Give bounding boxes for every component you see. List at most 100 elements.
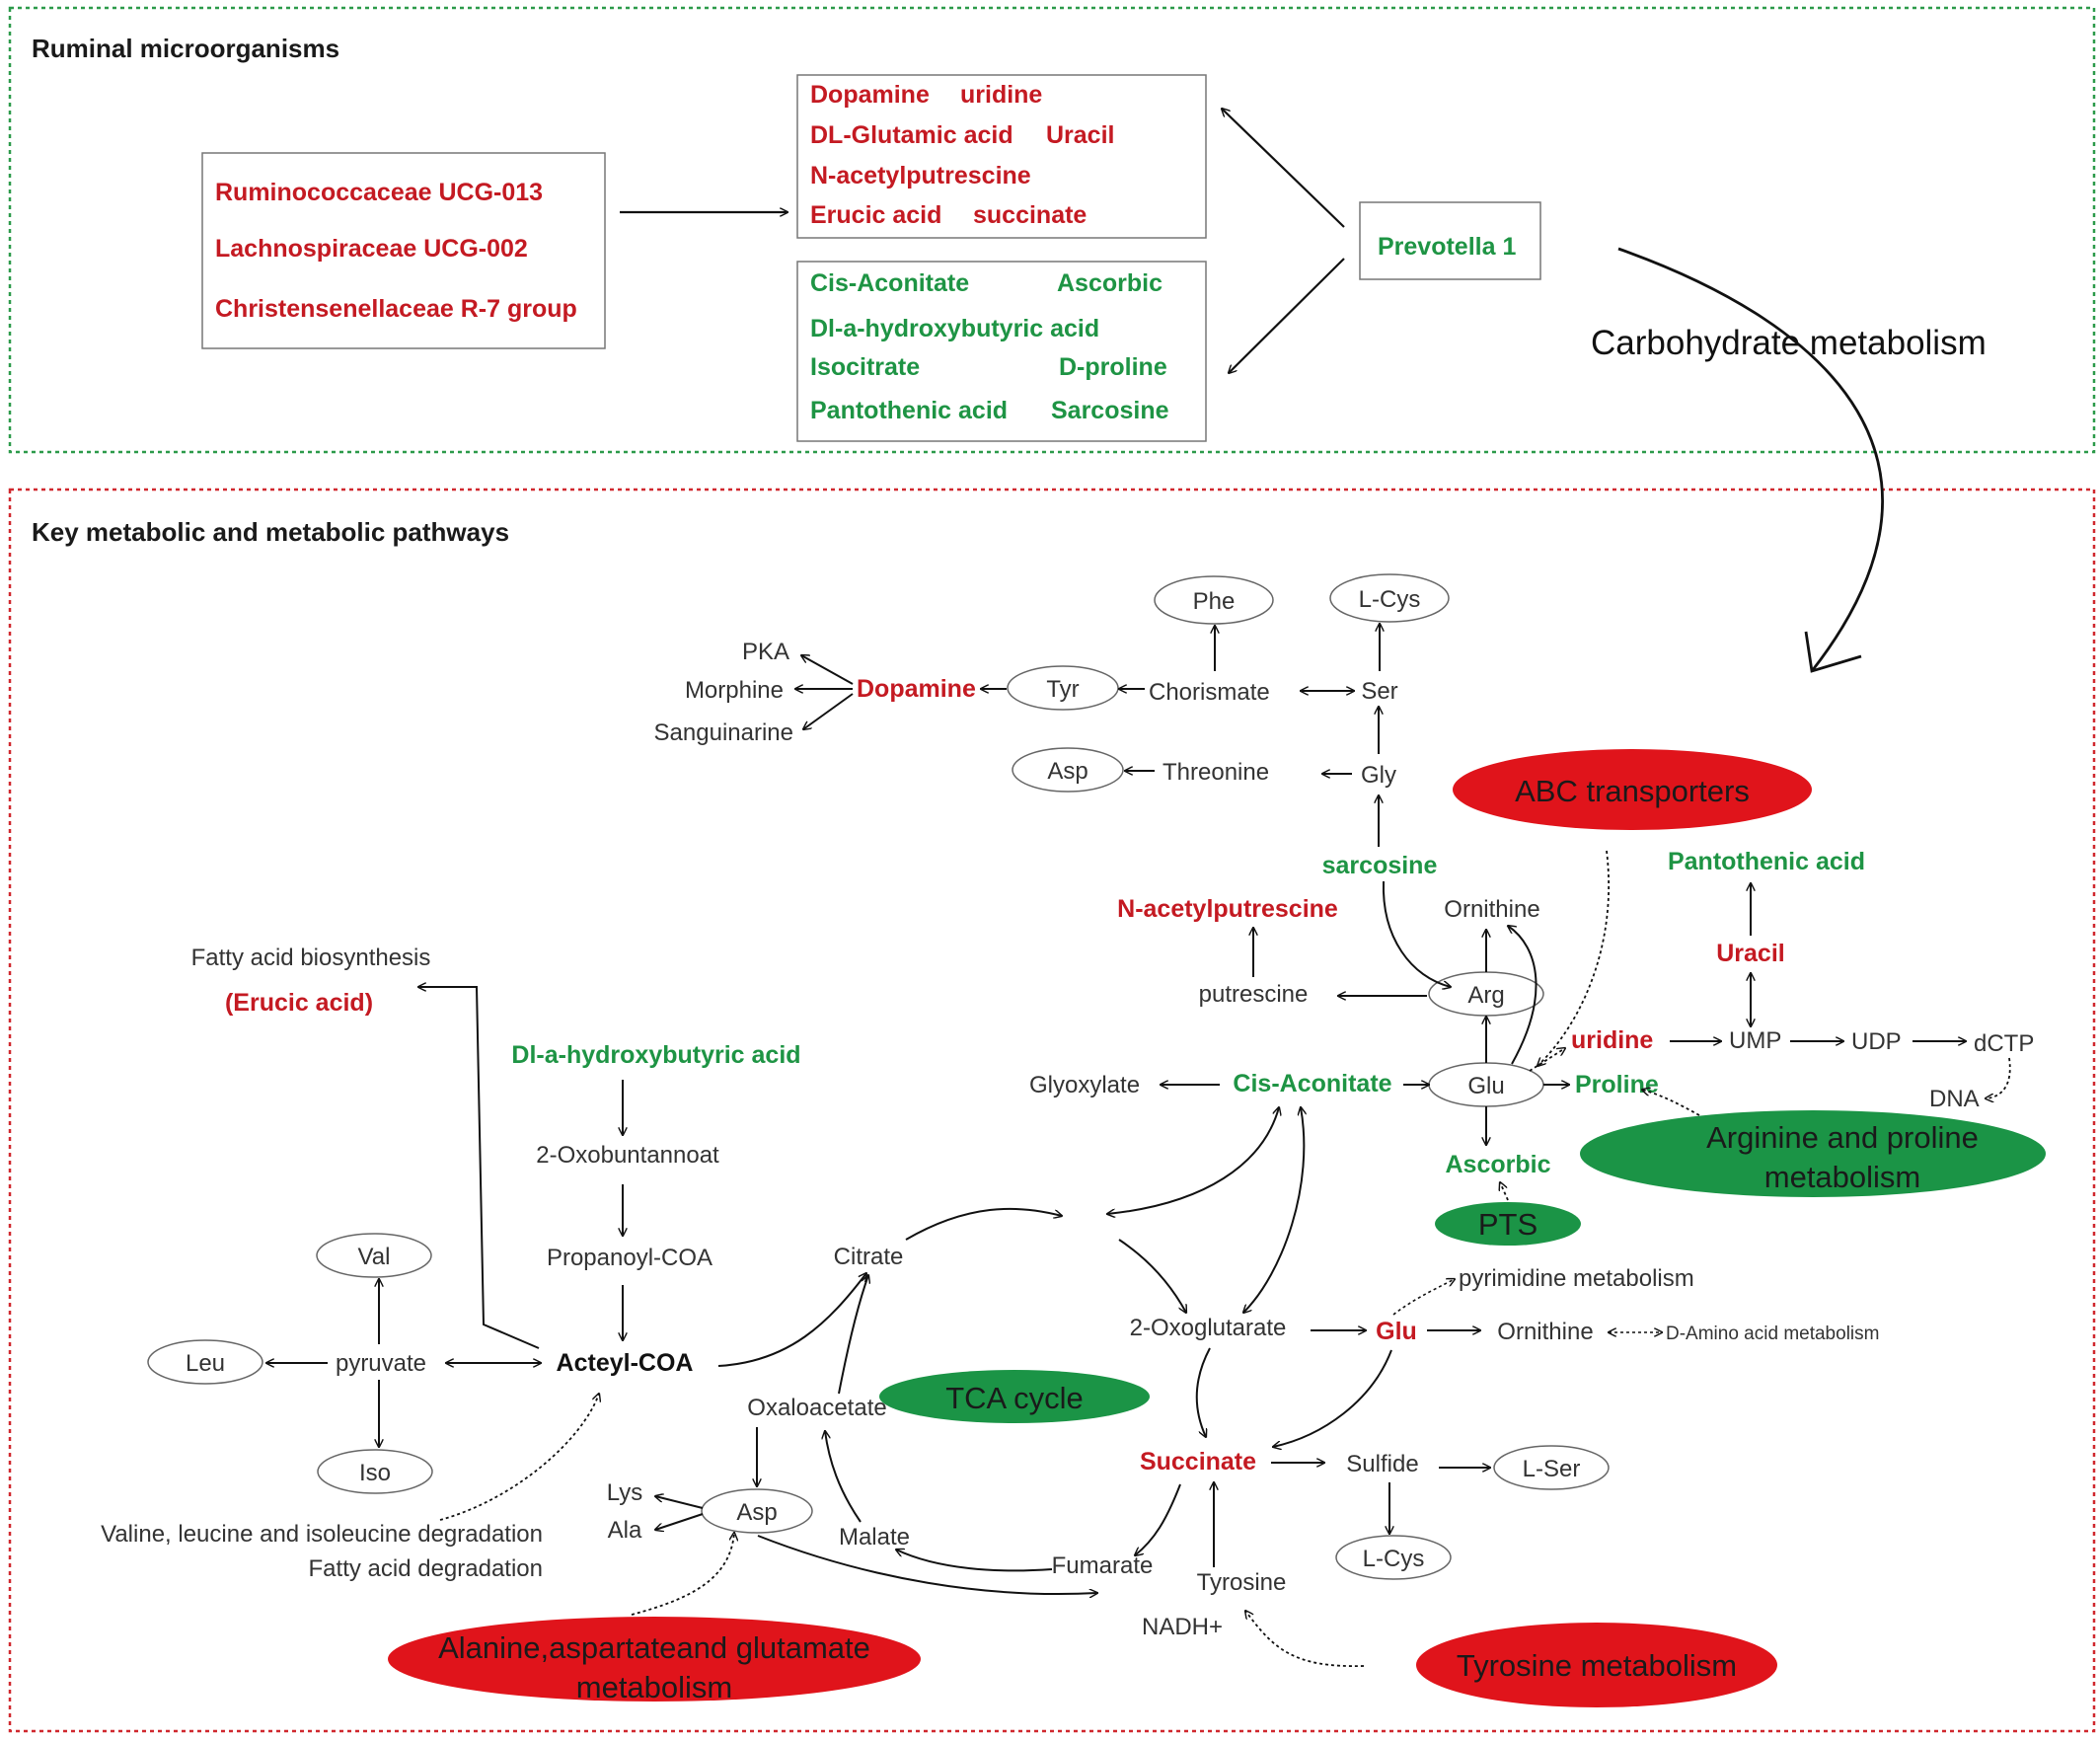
node-pka: PKA bbox=[742, 639, 789, 665]
node-tyrosine: Tyrosine bbox=[1197, 1569, 1287, 1596]
node-glu-top: Glu bbox=[1467, 1073, 1504, 1099]
node-dopamine: Dopamine bbox=[857, 675, 976, 703]
pill-alanine bbox=[388, 1617, 921, 1702]
node-ser: Ser bbox=[1361, 678, 1397, 705]
node-arg: Arg bbox=[1467, 982, 1504, 1009]
node-pantothenic: Pantothenic acid bbox=[1668, 848, 1865, 875]
pill-tca bbox=[879, 1370, 1150, 1423]
node-morphine: Morphine bbox=[685, 677, 784, 704]
box-uridine: uridine bbox=[960, 81, 1042, 109]
dotted-tyrosine-to-tyrosine bbox=[1245, 1611, 1365, 1667]
node-pyrimidine: pyrimidine metabolism bbox=[1459, 1265, 1694, 1292]
arrow-sarcosine-arg bbox=[1382, 880, 1451, 987]
box-cis-aconitate: Cis-Aconitate bbox=[810, 269, 969, 297]
node-tyr-ellipse bbox=[1007, 665, 1119, 711]
node-n-acetylputrescine: N-acetylputrescine bbox=[1117, 895, 1338, 923]
node-glu-red: Glu bbox=[1376, 1318, 1417, 1345]
node-ornithine-top: Ornithine bbox=[1444, 896, 1539, 923]
dotted-abc-to-glu bbox=[1538, 850, 1611, 1066]
node-sarcosine: sarcosine bbox=[1322, 852, 1438, 879]
node-propanoyl: Propanoyl-COA bbox=[547, 1245, 712, 1271]
node-proline: Proline bbox=[1575, 1071, 1659, 1098]
box-erucic-acid: Erucic acid bbox=[810, 201, 941, 229]
arrow-glu-uridine bbox=[1529, 1048, 1565, 1072]
node-lys: Lys bbox=[607, 1479, 642, 1506]
box-isocitrate: Isocitrate bbox=[810, 353, 920, 381]
node-fatty-acid-biosynthesis: Fatty acid biosynthesis bbox=[191, 945, 431, 971]
box-succinate: succinate bbox=[973, 201, 1087, 229]
node-uridine: uridine bbox=[1571, 1026, 1653, 1054]
pill-arginine-proline bbox=[1580, 1110, 2046, 1197]
node-cis-aconitate: Cis-Aconitate bbox=[1233, 1070, 1391, 1097]
arrow-oxaloacetate-citrate bbox=[838, 1275, 868, 1395]
arrow-citrate-isocitrate bbox=[905, 1207, 1062, 1241]
node-oxobuntannoat: 2-Oxobuntannoat bbox=[536, 1142, 719, 1169]
node-leu: Leu bbox=[186, 1350, 225, 1377]
box-sarcosine: Sarcosine bbox=[1051, 397, 1169, 424]
dotted-alanine-to-asp bbox=[631, 1533, 734, 1616]
top-section-frame bbox=[8, 6, 2096, 454]
node-d-amino: D-Amino acid metabolism bbox=[1666, 1324, 1879, 1344]
node-tyr: Tyr bbox=[1046, 676, 1079, 703]
node-iso-ellipse bbox=[317, 1449, 433, 1494]
node-val: Val bbox=[358, 1244, 391, 1270]
arrow-prevotella-to-red bbox=[1222, 109, 1345, 228]
node-asp-bottom: Asp bbox=[736, 1499, 777, 1526]
box-pantothenic: Pantothenic acid bbox=[810, 397, 1008, 424]
node-nadh: NADH+ bbox=[1142, 1614, 1223, 1640]
node-phe: Phe bbox=[1193, 588, 1236, 615]
arrow-asp-fumarate bbox=[757, 1535, 1097, 1594]
box-dopamine: Dopamine bbox=[810, 81, 930, 109]
node-udp: UDP bbox=[1851, 1028, 1902, 1055]
node-dna: DNA bbox=[1929, 1086, 1980, 1112]
arrow-malate-oxaloacetate bbox=[825, 1431, 862, 1523]
dotted-degradation-to-acetyl bbox=[439, 1394, 599, 1521]
arrow-dctp-dna bbox=[1986, 1057, 2011, 1098]
node-ornithine-mid: Ornithine bbox=[1497, 1319, 1593, 1345]
node-sanguinarine: Sanguinarine bbox=[654, 719, 793, 746]
box-dl-glutamic-acid: DL-Glutamic acid bbox=[810, 121, 1013, 149]
node-phe-ellipse bbox=[1154, 575, 1274, 625]
pill-pts-label: PTS bbox=[1478, 1207, 1538, 1242]
arrow-glu-ornithine bbox=[1508, 926, 1538, 1065]
node-lser: L-Ser bbox=[1523, 1456, 1581, 1482]
node-sulfide: Sulfide bbox=[1346, 1451, 1418, 1477]
node-glyoxylate: Glyoxylate bbox=[1029, 1072, 1140, 1098]
taxon-christensenellaceae: Christensenellaceae R-7 group bbox=[215, 295, 577, 323]
node-malate: Malate bbox=[839, 1524, 910, 1551]
pill-tyrosine-label: Tyrosine metabolism bbox=[1457, 1648, 1737, 1683]
node-fa-deg: Fatty acid degradation bbox=[309, 1555, 543, 1582]
node-ala: Ala bbox=[608, 1517, 642, 1544]
node-ascorbic: Ascorbic bbox=[1446, 1151, 1551, 1178]
node-lcys-bottom: L-Cys bbox=[1363, 1546, 1425, 1572]
node-hydroxybutyric: Dl-a-hydroxybutyric acid bbox=[511, 1041, 800, 1069]
box-n-acetylputrescine: N-acetylputrescine bbox=[810, 162, 1031, 189]
arrow-oxoglutarate-succinate bbox=[1195, 1347, 1211, 1437]
node-oxoglutarate: 2-Oxoglutarate bbox=[1130, 1315, 1287, 1341]
pill-tca-label: TCA cycle bbox=[945, 1381, 1084, 1415]
arrow-isocitrate-oxoglutarate bbox=[1118, 1239, 1186, 1313]
node-chorismate: Chorismate bbox=[1149, 679, 1270, 706]
node-pyruvate: pyruvate bbox=[336, 1350, 426, 1377]
carbohydrate-label: Carbohydrate metabolism bbox=[1591, 324, 1987, 362]
prevotella-label: Prevotella 1 bbox=[1378, 233, 1516, 261]
arrow-succinate-fumarate bbox=[1135, 1483, 1181, 1555]
arrow-acetyl-citrate bbox=[717, 1273, 866, 1367]
taxa-box bbox=[201, 152, 606, 349]
arrow-acetyl-fatty-acid bbox=[418, 987, 540, 1349]
carbohydrate-arrowhead bbox=[1804, 631, 1862, 673]
pill-tyrosine bbox=[1416, 1623, 1777, 1707]
dotted-oxoglutarate-pyrimidine bbox=[1392, 1279, 1455, 1316]
arrow-asp-ala bbox=[655, 1513, 704, 1530]
bottom-section-frame bbox=[8, 488, 2096, 1733]
box-uracil: Uracil bbox=[1046, 121, 1114, 149]
node-asp-bottom-ellipse bbox=[701, 1488, 813, 1534]
green-metabolites-box bbox=[796, 261, 1207, 442]
arrow-cis-isocitrate bbox=[1107, 1107, 1279, 1214]
section-title-pathways: Key metabolic and metabolic pathways bbox=[32, 517, 509, 547]
box-d-proline: D-proline bbox=[1059, 353, 1167, 381]
node-citrate: Citrate bbox=[834, 1244, 904, 1270]
